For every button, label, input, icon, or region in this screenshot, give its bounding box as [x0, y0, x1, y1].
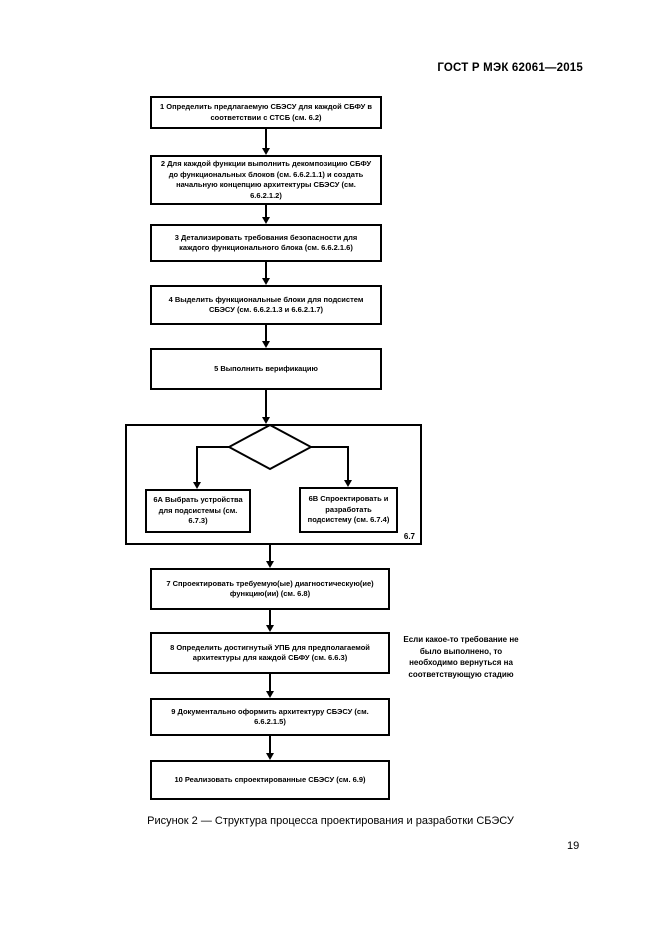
arrow-8-9-line [269, 674, 271, 692]
flow-box-2: 2 Для каждой функции выполнить декомпози… [150, 155, 382, 205]
arrow-3-4-line [265, 262, 267, 279]
document-header: ГОСТ Р МЭК 62061—2015 [437, 62, 583, 74]
arrow-group-7-line [269, 545, 271, 562]
arrow-8-9-head [266, 691, 274, 698]
page-number: 19 [567, 840, 580, 852]
flow-box-7: 7 Спроектировать требуемую(ые) диагности… [150, 568, 390, 610]
arrow-9-10-head [266, 753, 274, 760]
arrow-4-5-head [262, 341, 270, 348]
flow-box-5: 5 Выполнить верификацию [150, 348, 382, 390]
flow-box-6a: 6А Выбрать устройства для подсистемы (см… [145, 489, 251, 533]
arrow-1-2-line [265, 129, 267, 149]
branch-left-hline [196, 446, 229, 448]
arrow-7-8-line [269, 610, 271, 626]
flow-box-1: 1 Определить предлагаемую СБЭСУ для кажд… [150, 96, 382, 129]
flow-box-8: 8 Определить достигнутый УПБ для предпол… [150, 632, 390, 674]
arrow-1-2-head [262, 148, 270, 155]
branch-right-hline [311, 446, 348, 448]
branch-left-head [193, 482, 201, 489]
side-note: Если какое-то требование не было выполне… [403, 635, 519, 679]
flow-box-4: 4 Выделить функциональные блоки для подс… [150, 285, 382, 325]
arrow-5-decision-head [262, 417, 270, 424]
flow-box-9: 9 Документально оформить архитектуру СБЭ… [150, 698, 390, 736]
arrow-4-5-line [265, 325, 267, 342]
branch-right-vline [347, 446, 349, 481]
figure-caption: Рисунок 2 — Структура процесса проектиро… [147, 815, 514, 827]
arrow-7-8-head [266, 625, 274, 632]
branch-left-vline [196, 446, 198, 483]
arrow-2-3-head [262, 217, 270, 224]
subsystem-group-label: 6.7 [403, 532, 415, 541]
flow-box-3: 3 Детализировать требования безопасности… [150, 224, 382, 262]
branch-right-head [344, 480, 352, 487]
arrow-3-4-head [262, 278, 270, 285]
arrow-group-7-head [266, 561, 274, 568]
decision-diamond [227, 423, 313, 471]
arrow-9-10-line [269, 736, 271, 754]
flow-box-6b: 6В Спроектировать и разработать подсисте… [299, 487, 398, 533]
arrow-5-decision-line [265, 390, 267, 418]
flow-box-10: 10 Реализовать спроектированные СБЭСУ (с… [150, 760, 390, 800]
arrow-2-3-line [265, 205, 267, 218]
